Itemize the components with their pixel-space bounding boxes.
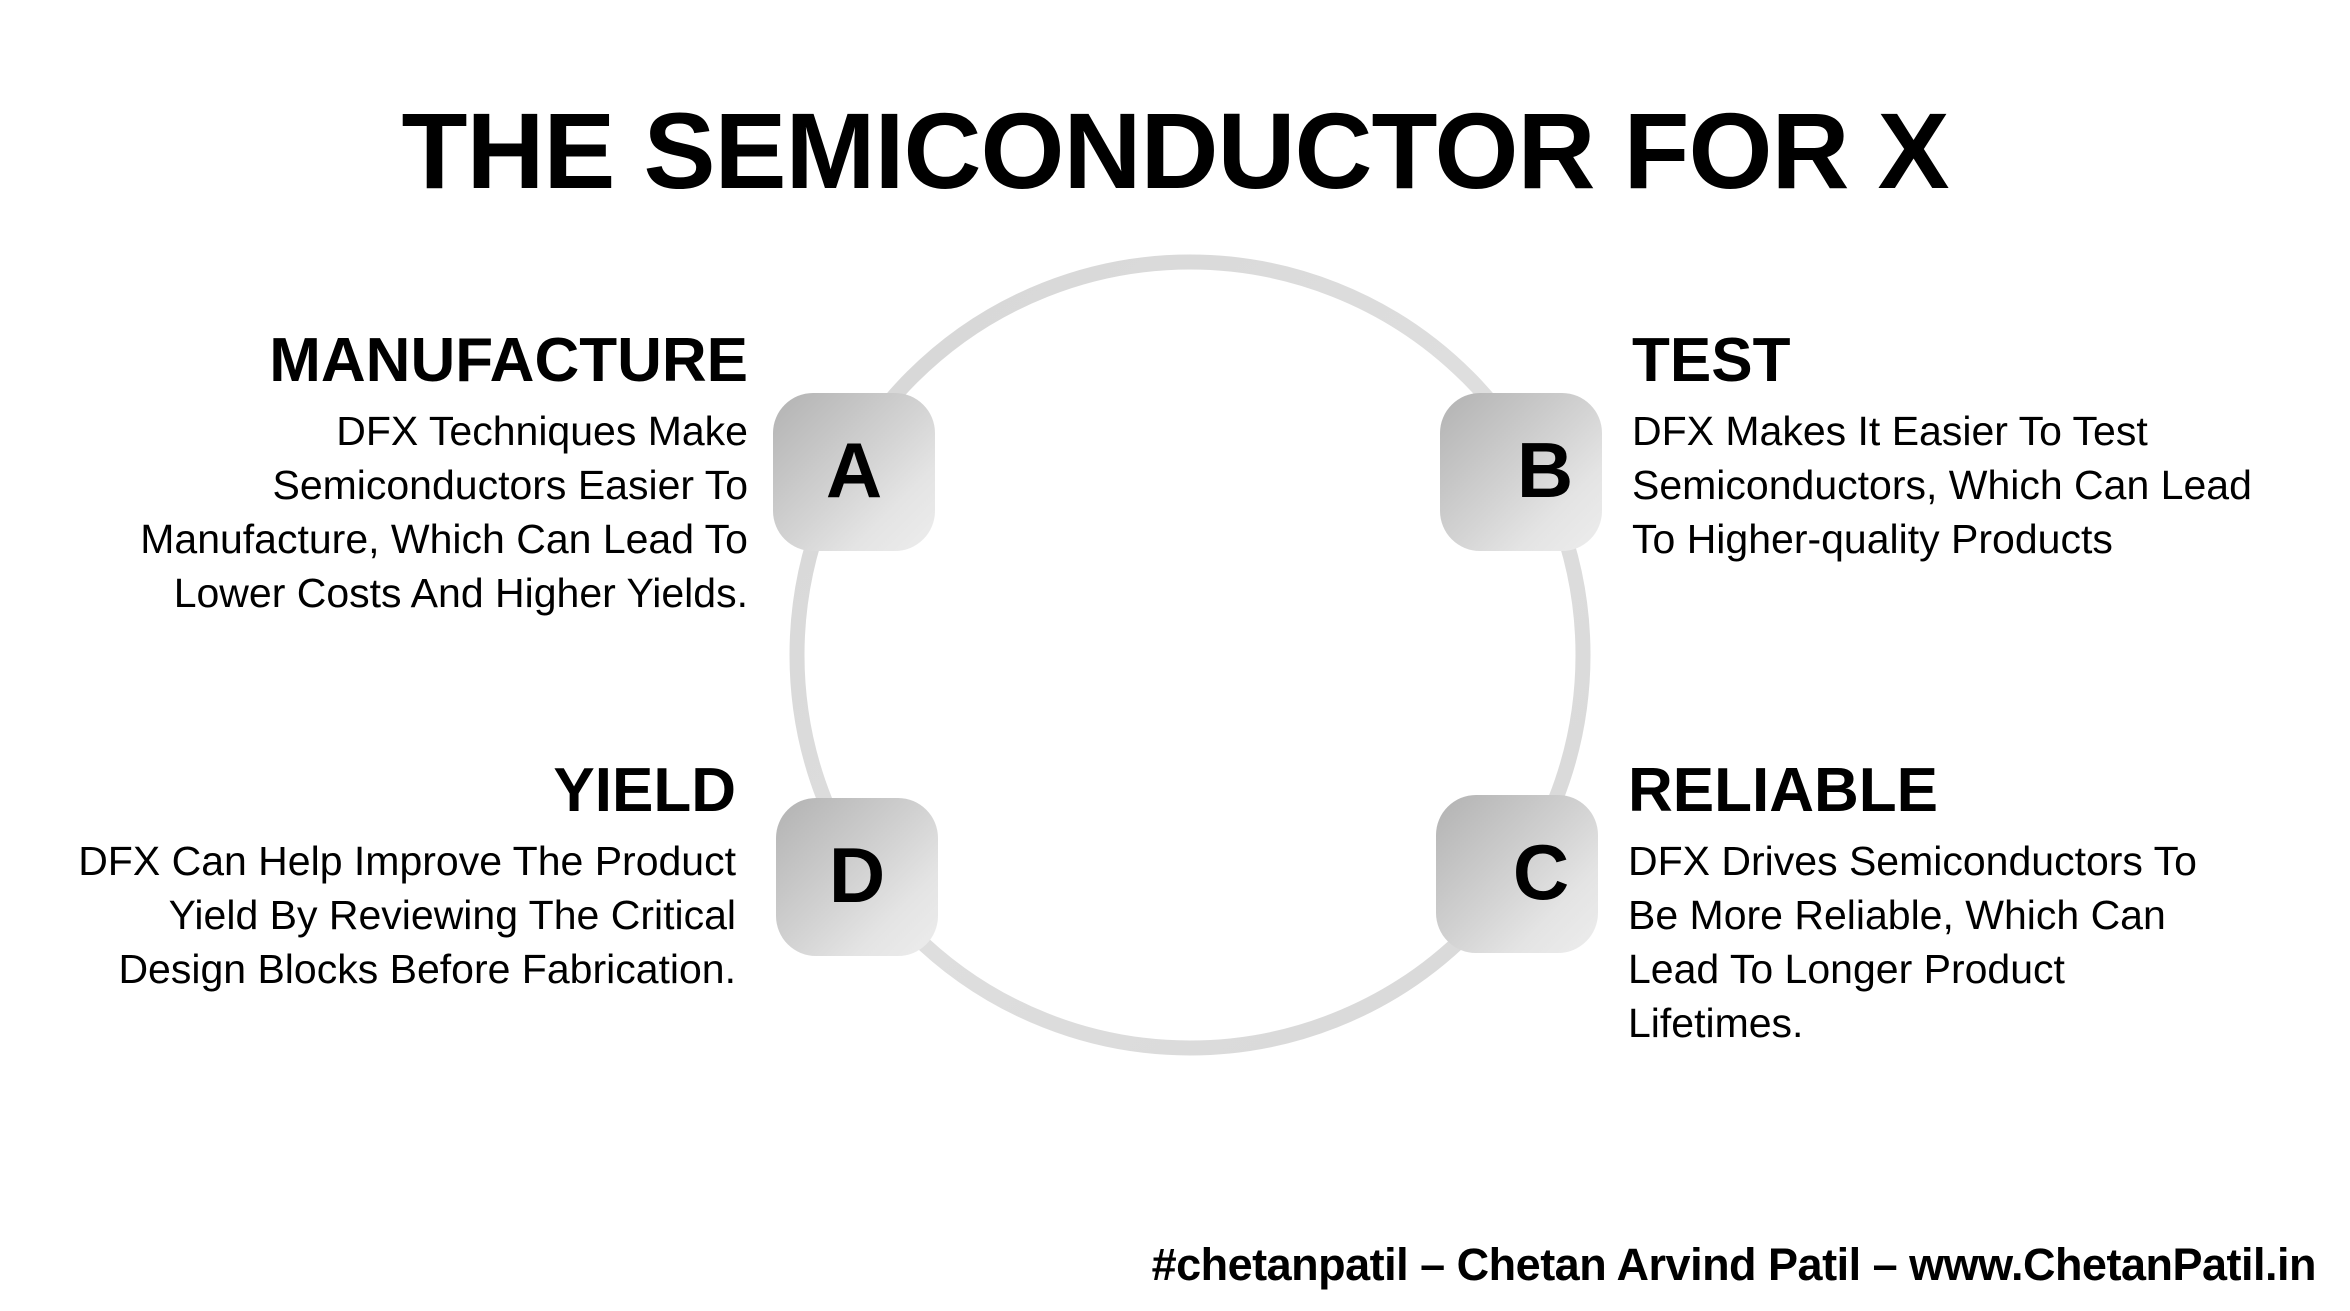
quadrant-yield: YIELD DFX Can Help Improve The Product Y…: [36, 760, 736, 996]
quadrant-reliable-heading: RELIABLE: [1628, 756, 1938, 825]
quadrant-manufacture-body: DFX Techniques Make Semiconductors Easie…: [140, 408, 748, 617]
cycle-ring-icon: [789, 254, 1591, 1056]
cycle-node-c-letter: C: [1512, 828, 1570, 916]
quadrant-yield-body: DFX Can Help Improve The Product Yield B…: [78, 838, 736, 993]
cycle-node-d-letter: D: [828, 831, 886, 919]
quadrant-test-body: DFX Makes It Easier To Test Semiconducto…: [1632, 408, 2252, 563]
quadrant-manufacture: MANUFACTURE DFX Techniques Make Semicond…: [36, 330, 748, 620]
cycle-node-a-letter: A: [825, 426, 883, 514]
quadrant-test: TEST DFX Makes It Easier To Test Semicon…: [1632, 330, 2252, 566]
cycle-diagram: A B C D: [740, 230, 1640, 1070]
quadrant-manufacture-heading: MANUFACTURE: [269, 326, 748, 395]
quadrant-yield-heading: YIELD: [553, 756, 736, 825]
quadrant-reliable: RELIABLE DFX Drives Semiconductors To Be…: [1628, 760, 2248, 1050]
quadrant-test-heading: TEST: [1632, 326, 1791, 395]
cycle-node-b-letter: B: [1516, 426, 1574, 514]
page-title: THE SEMICONDUCTOR FOR X: [401, 90, 1949, 212]
quadrant-reliable-body: DFX Drives Semiconductors To Be More Rel…: [1628, 838, 2197, 1047]
cycle-node-a[interactable]: A: [773, 393, 935, 551]
cycle-node-c[interactable]: C: [1436, 795, 1598, 953]
cycle-node-d[interactable]: D: [776, 798, 938, 956]
cycle-node-b[interactable]: B: [1440, 393, 1602, 551]
footer-credit: #chetanpatil – Chetan Arvind Patil – www…: [1151, 1239, 2317, 1290]
cycle-ring-circle: [789, 254, 1591, 1056]
